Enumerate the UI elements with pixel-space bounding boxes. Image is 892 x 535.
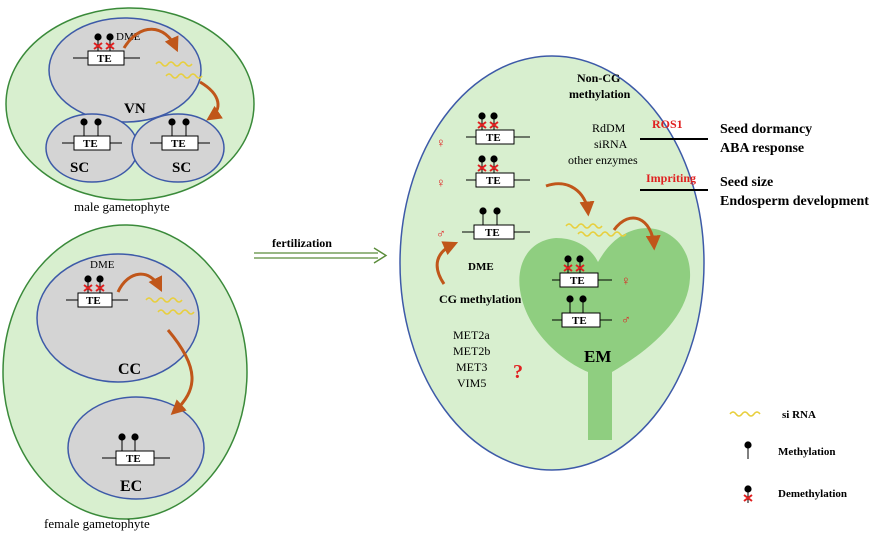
dme-cycle-arrow <box>435 241 459 285</box>
te-element-embryo-2: TE <box>552 294 612 328</box>
svg-text:TE: TE <box>572 315 587 327</box>
seed-size-label: Seed size <box>720 175 773 190</box>
te-element-vn: TE <box>73 32 140 66</box>
male-gametophyte-caption: male gametophyte <box>74 199 170 214</box>
legend: si RNA Methylation Demethylation <box>729 409 847 504</box>
svg-text:TE: TE <box>126 453 141 465</box>
legend-sirna-label: si RNA <box>782 409 816 421</box>
legend-demethylation-icon <box>743 484 753 504</box>
sc-label-2: SC <box>172 160 191 176</box>
sirna-to-embryo-arrow <box>612 216 661 251</box>
te-element-embryo-1: TE <box>552 254 612 288</box>
female-gametophyte: DME TE CC TE EC female gametophyte <box>2 224 248 531</box>
te-element-sc2: TE <box>150 117 210 151</box>
svg-text:TE: TE <box>171 138 186 150</box>
legend-methylation-label: Methylation <box>778 446 835 458</box>
non-cg-label-1: Non-CG <box>577 71 620 85</box>
ros1-label: ROS1 <box>652 117 683 131</box>
em-label: EM <box>584 347 611 366</box>
fertilization-label: fertilization <box>272 236 332 250</box>
non-cg-label-2: methylation <box>569 87 631 101</box>
impriting-label: Impriting <box>646 171 696 185</box>
egg-cell <box>67 396 205 500</box>
legend-sirna-icon <box>729 411 761 417</box>
question-mark: ? <box>513 361 523 383</box>
svg-text:TE: TE <box>97 53 112 65</box>
met2b-label: MET2b <box>453 344 490 358</box>
sirna-label: siRNA <box>594 137 628 151</box>
vim5-label: VIM5 <box>457 376 486 390</box>
met2a-label: MET2a <box>453 328 490 342</box>
female-gametophyte-caption: female gametophyte <box>44 516 150 531</box>
svg-text:TE: TE <box>485 227 500 239</box>
dme-arrow <box>122 27 179 53</box>
endosperm-development-label: Endosperm development <box>720 194 869 209</box>
dme-arrow-female <box>116 272 163 293</box>
svg-text:TE: TE <box>86 295 101 307</box>
svg-text:TE: TE <box>570 275 585 287</box>
ec-label: EC <box>120 478 142 495</box>
svg-text:TE: TE <box>486 175 501 187</box>
effects: ROS1 Seed dormancy ABA response Impritin… <box>640 117 869 209</box>
te-element-seed-3: TE <box>462 206 530 240</box>
aba-response-label: ABA response <box>720 141 804 156</box>
sirna-wave <box>155 61 203 79</box>
sirna-wave-female <box>145 297 195 315</box>
sirna-to-ec-arrow <box>166 329 194 416</box>
seed-sirna-wave <box>565 223 627 237</box>
female-symbol: ♀ <box>436 135 446 150</box>
to-sirna-arrow <box>545 182 595 217</box>
sc-label-1: SC <box>70 160 89 176</box>
seed-dme-label: DME <box>468 261 494 273</box>
male-symbol: ♂ <box>436 226 446 241</box>
vn-label: VN <box>124 101 146 117</box>
embryo-male-symbol: ♂ <box>621 312 631 327</box>
embryo-female-symbol: ♀ <box>621 273 631 288</box>
te-element-cc: TE <box>66 274 128 308</box>
male-gametophyte: DME TE VN TE SC TE SC male ga <box>5 7 255 214</box>
met3-label: MET3 <box>456 360 487 374</box>
svg-text:TE: TE <box>83 138 98 150</box>
seed: Non-CG methylation RdDM siRNA other enzy… <box>399 55 705 471</box>
cc-label: CC <box>118 361 141 378</box>
te-element-seed-2: TE <box>466 154 530 188</box>
te-element-ec: TE <box>102 432 170 466</box>
legend-methylation-icon <box>743 440 753 460</box>
legend-demethylation-label: Demethylation <box>778 488 847 500</box>
female-dme-label: DME <box>90 259 115 271</box>
rddm-label: RdDM <box>592 121 626 135</box>
svg-text:TE: TE <box>486 132 501 144</box>
cg-methylation-label: CG methylation <box>439 292 522 306</box>
fertilization-arrow: fertilization <box>254 236 388 264</box>
te-element-sc1: TE <box>62 117 122 151</box>
other-enzymes-label: other enzymes <box>568 153 638 167</box>
te-element-seed-1: TE <box>466 111 530 145</box>
vegetative-nucleus <box>48 17 202 123</box>
sirna-to-sc-arrow <box>199 80 223 121</box>
female-symbol: ♀ <box>436 175 446 190</box>
seed-dormancy-label: Seed dormancy <box>720 122 812 137</box>
